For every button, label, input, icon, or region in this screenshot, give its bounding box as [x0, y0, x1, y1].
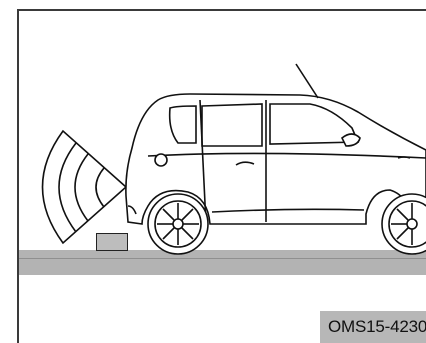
sensor-wave-icon [43, 131, 127, 243]
figure-code-text: OMS15-4230 [328, 317, 426, 337]
obstacle-icon [96, 233, 128, 251]
figure-code-label: OMS15-4230 [320, 311, 426, 343]
front-wheel [382, 194, 426, 254]
rear-wheel [148, 194, 208, 254]
